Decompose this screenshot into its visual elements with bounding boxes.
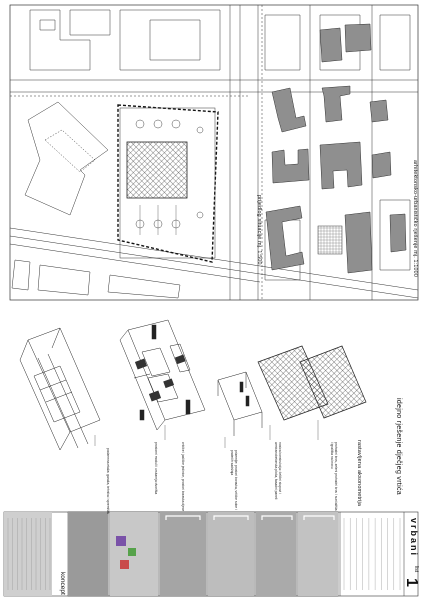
concept-label: koncept xyxy=(59,572,66,595)
axonometry xyxy=(19,319,263,451)
context-buildings xyxy=(265,23,407,274)
context-plan-caption: arhitektonsko-urbanističko rješenje mj. … xyxy=(412,160,418,277)
axonometry-note-2: nosiva konstrukcija: čelični stupovi i a… xyxy=(273,442,282,500)
axonometry-note-4: podzemna etaža: garaža, tehnika i spremi… xyxy=(106,448,110,514)
sheet-title: idejno rješenje dječjeg vrtića xyxy=(395,398,402,495)
sheet-number: 1 xyxy=(403,578,420,587)
axonometry-leaders xyxy=(94,420,319,448)
kindergarten-roof-plan xyxy=(126,141,188,199)
site-plan-caption: prijedlog situacije mj. 1:500 xyxy=(256,195,262,265)
axonometry-modules xyxy=(134,354,186,402)
site-boundary xyxy=(117,104,219,263)
sheet-brand: vrbani xyxy=(409,518,419,558)
sidebar-strip xyxy=(3,511,419,597)
axonometry-note-3: prizemlje: prostori boravka, vrtićke sob… xyxy=(229,450,238,510)
axonometry-note-1: prohodni krov, zeleni prohodni krov / su… xyxy=(329,442,338,511)
axonometry-subnote-2: prostorni moduli i unutarnja dvorišta xyxy=(154,442,158,495)
axonometry-roof-layers xyxy=(257,345,367,421)
site-plan xyxy=(9,4,419,301)
axonometry-subnote-1: vrtićke i jasličke jedinice, prostori bo… xyxy=(181,442,185,512)
sheet-label: list xyxy=(413,566,419,573)
axonometry-caption: rastavljena aksonometrija xyxy=(356,440,362,507)
